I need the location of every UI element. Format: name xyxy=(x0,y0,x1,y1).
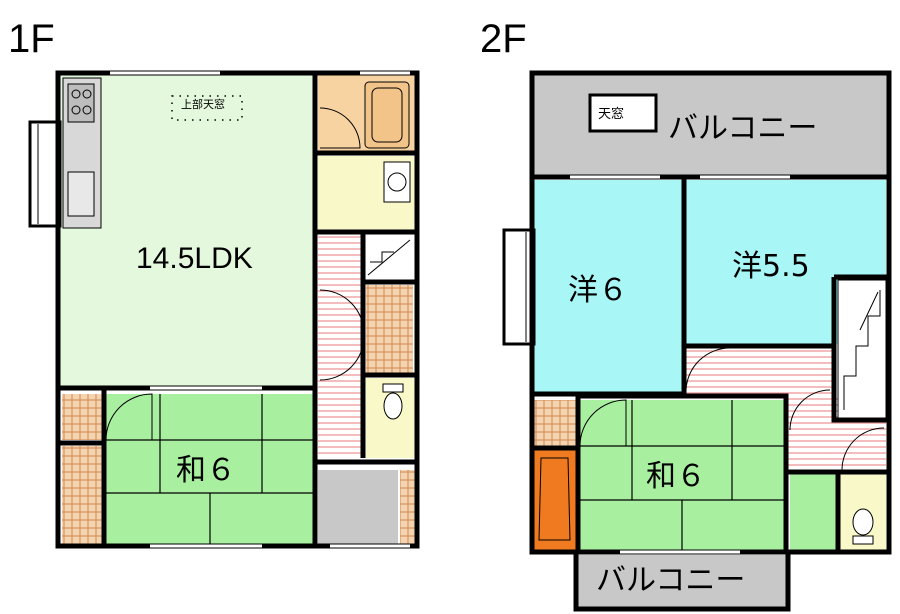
balcony-bottom-2f xyxy=(578,555,786,607)
sink-icon xyxy=(67,171,95,217)
closet-1f-b xyxy=(62,446,102,544)
floor-2f-label: 2F xyxy=(480,17,527,61)
bay-window-2f xyxy=(502,228,536,346)
western-55-label: 洋5.5 xyxy=(732,249,810,284)
room-entrance-1f xyxy=(318,470,398,544)
washitsu-2f-label: 和６ xyxy=(646,459,706,494)
shoe-box-1f xyxy=(400,470,415,544)
western-6-label: 洋６ xyxy=(568,273,628,308)
closet-1f-a xyxy=(62,394,102,440)
balcony-top-label: バルコニー xyxy=(668,111,817,146)
ldk-label: 14.5LDK xyxy=(136,242,253,275)
toilet-icon-1f xyxy=(383,392,403,420)
storage-1f xyxy=(366,285,413,373)
room-western-6 xyxy=(534,180,682,392)
toilet-icon-2f xyxy=(852,508,874,536)
closet-2f-c xyxy=(790,474,836,550)
room-ldk xyxy=(60,75,315,388)
closet-2f xyxy=(534,400,576,446)
stair-2f xyxy=(837,279,887,419)
skylight-box-2f xyxy=(588,93,658,133)
floor-2f: 天窓 バルコニー 洋６ 洋5.5 和６ xyxy=(502,70,892,612)
room-hall-2f xyxy=(686,348,834,396)
washitsu-1f-label: 和６ xyxy=(176,453,236,488)
balcony-bottom-label: バルコニー xyxy=(596,563,745,598)
room-hall-1f xyxy=(318,233,363,458)
floor-1f-label: 1F xyxy=(8,17,55,61)
skylight-outline-1f xyxy=(171,95,243,121)
bathtub-icon xyxy=(364,81,410,149)
walls-1f xyxy=(55,70,420,549)
skylight-note-1f: 上部天窓 xyxy=(181,97,225,111)
floor-1f: 上部天窓 14.5LDK 和６ xyxy=(28,70,420,549)
skylight-2f-label: 天窓 xyxy=(598,106,624,122)
stove-icon xyxy=(67,83,95,123)
